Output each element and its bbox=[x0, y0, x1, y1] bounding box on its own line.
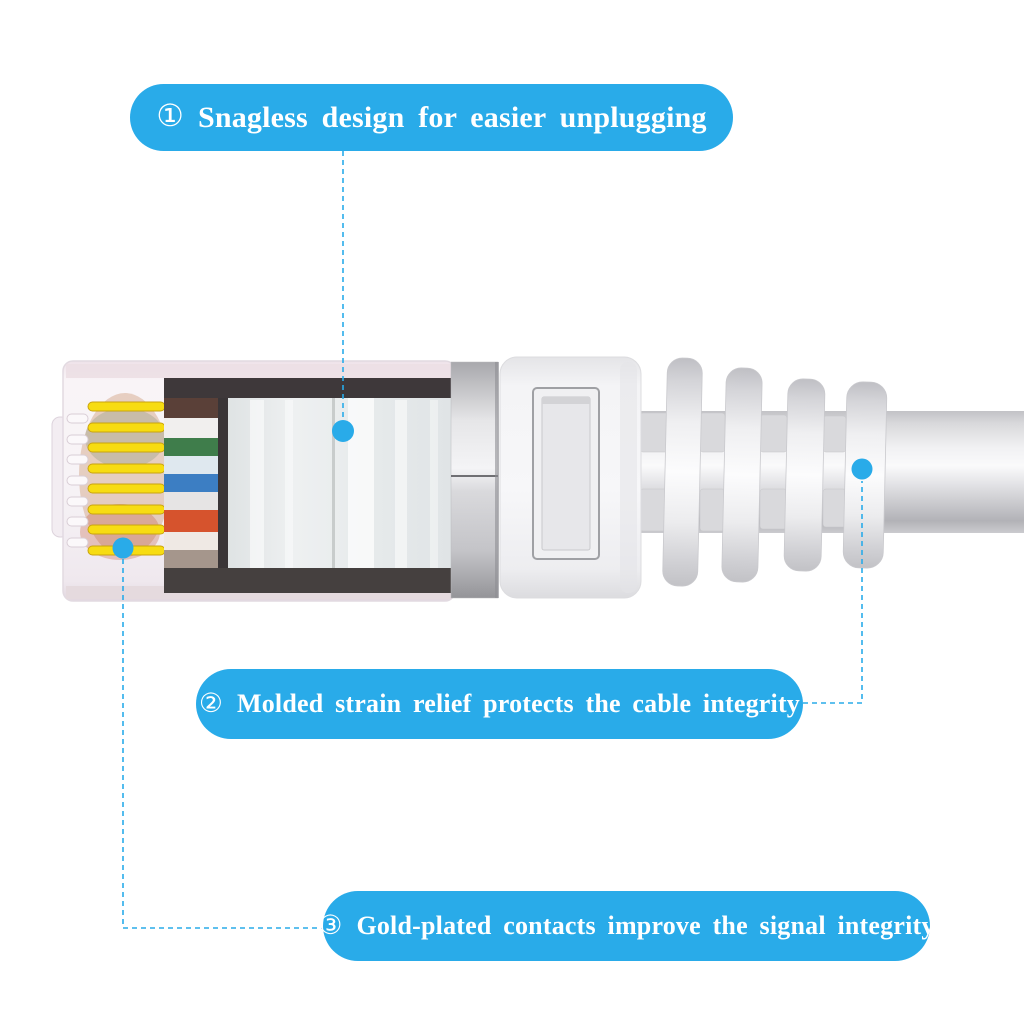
gold-pin bbox=[87, 442, 166, 453]
callout-banner-snagless: ① Snagless design for easier unplugging bbox=[130, 84, 733, 151]
callout-number-1: ① bbox=[156, 99, 184, 135]
shield-panel bbox=[228, 378, 451, 593]
gold-pin bbox=[87, 504, 166, 515]
gold-pin bbox=[87, 483, 166, 494]
boot-window-inner bbox=[541, 396, 591, 551]
wire-band bbox=[164, 398, 218, 418]
housing-highlights bbox=[250, 398, 438, 568]
wire-band bbox=[164, 456, 218, 474]
wire-band bbox=[164, 492, 218, 510]
rj45-plug bbox=[51, 360, 499, 602]
contact-comb bbox=[66, 413, 89, 548]
callout-line-2 bbox=[803, 481, 863, 704]
callout-text-2: Molded strain relief protects the cable … bbox=[236, 689, 801, 718]
callout-dots bbox=[112, 420, 873, 559]
callout-line-3 bbox=[122, 559, 322, 929]
callout-text-3: Gold-plated contacts improve the signal … bbox=[356, 911, 935, 940]
gold-pin bbox=[87, 524, 166, 535]
gold-pin bbox=[87, 463, 166, 474]
callout-dot-2 bbox=[851, 458, 873, 480]
callout-number-2: ② bbox=[198, 687, 223, 719]
wire-band bbox=[164, 418, 218, 438]
callout-banner-gold-contacts: ③ Gold-plated contacts improve the signa… bbox=[318, 891, 934, 961]
strain-relief-boot bbox=[499, 356, 642, 599]
wire-band bbox=[164, 438, 218, 456]
callout-lines bbox=[122, 151, 863, 929]
gold-pin bbox=[87, 401, 166, 412]
callout-dot-3 bbox=[112, 537, 134, 559]
strain-relief-fins bbox=[662, 357, 888, 587]
gold-pin bbox=[87, 422, 166, 433]
wire-glow bbox=[79, 393, 171, 560]
metal-collar bbox=[450, 361, 499, 599]
fin bbox=[662, 357, 703, 587]
callout-banner-strain-relief: ② Molded strain relief protects the cabl… bbox=[196, 669, 803, 739]
wire-band bbox=[164, 550, 218, 568]
callout-dot-1 bbox=[332, 420, 354, 442]
fin bbox=[783, 378, 826, 572]
callout-text-1: Snagless design for easier unplugging bbox=[197, 100, 707, 134]
fin bbox=[721, 367, 763, 583]
callout-number-3: ③ bbox=[318, 909, 343, 941]
wire-band bbox=[164, 510, 218, 532]
wire-band bbox=[164, 532, 218, 550]
wire-band bbox=[164, 474, 218, 492]
wire-stack bbox=[164, 398, 218, 568]
